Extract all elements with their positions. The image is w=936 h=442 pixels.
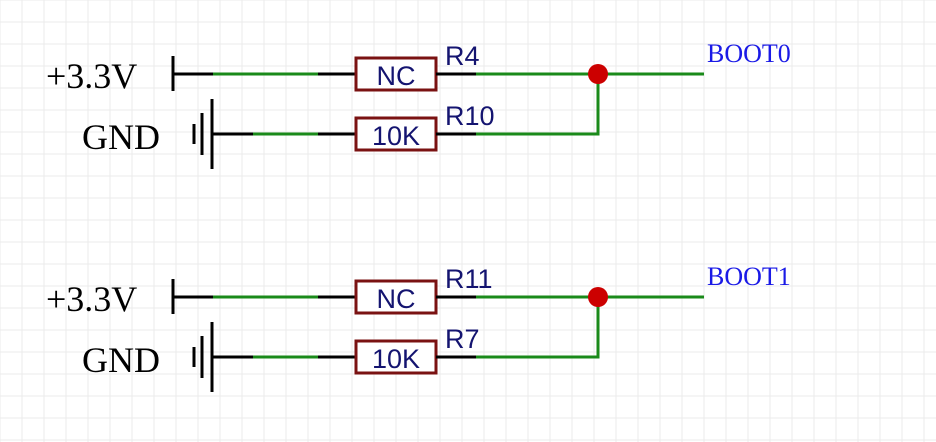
power-label-3v3-bottom: +3.3V [46,279,137,319]
r7-pulldown-branch: GND 10K R7 [82,297,600,392]
ground-symbol-icon [192,322,214,392]
junction-dot [588,64,608,84]
resistor-r11-body[interactable] [354,279,438,315]
r10-pulldown-branch: GND 10K R10 [82,74,600,169]
resistor-r10-body[interactable] [354,116,438,152]
r4-pullup-branch: +3.3V NC R4 BOOT0 [46,39,791,96]
power-label-gnd-top: GND [82,117,160,157]
wire-to-junction [476,74,600,136]
resistor-r4-value: NC [377,61,416,91]
resistor-r7-designator: R7 [445,324,480,354]
resistor-r7-value: 10K [372,344,420,374]
net-label-boot1: BOOT1 [707,262,791,291]
r11-pullup-branch: +3.3V NC R11 BOOT1 [46,262,791,319]
junction-dot [588,287,608,307]
wire-to-junction [476,297,600,359]
net-label-boot0: BOOT0 [707,39,791,68]
resistor-r11-designator: R11 [445,264,493,294]
resistor-r10-designator: R10 [445,101,495,131]
boot0-circuit: +3.3V NC R4 BOOT0 GND 10K [46,39,791,169]
resistor-r10-value: 10K [372,121,420,151]
power-label-3v3-top: +3.3V [46,56,137,96]
resistor-r11-value: NC [377,284,416,314]
power-label-gnd-bottom: GND [82,340,160,380]
boot1-circuit: +3.3V NC R11 BOOT1 GND 10K [46,262,791,392]
resistor-r4-designator: R4 [445,41,480,71]
